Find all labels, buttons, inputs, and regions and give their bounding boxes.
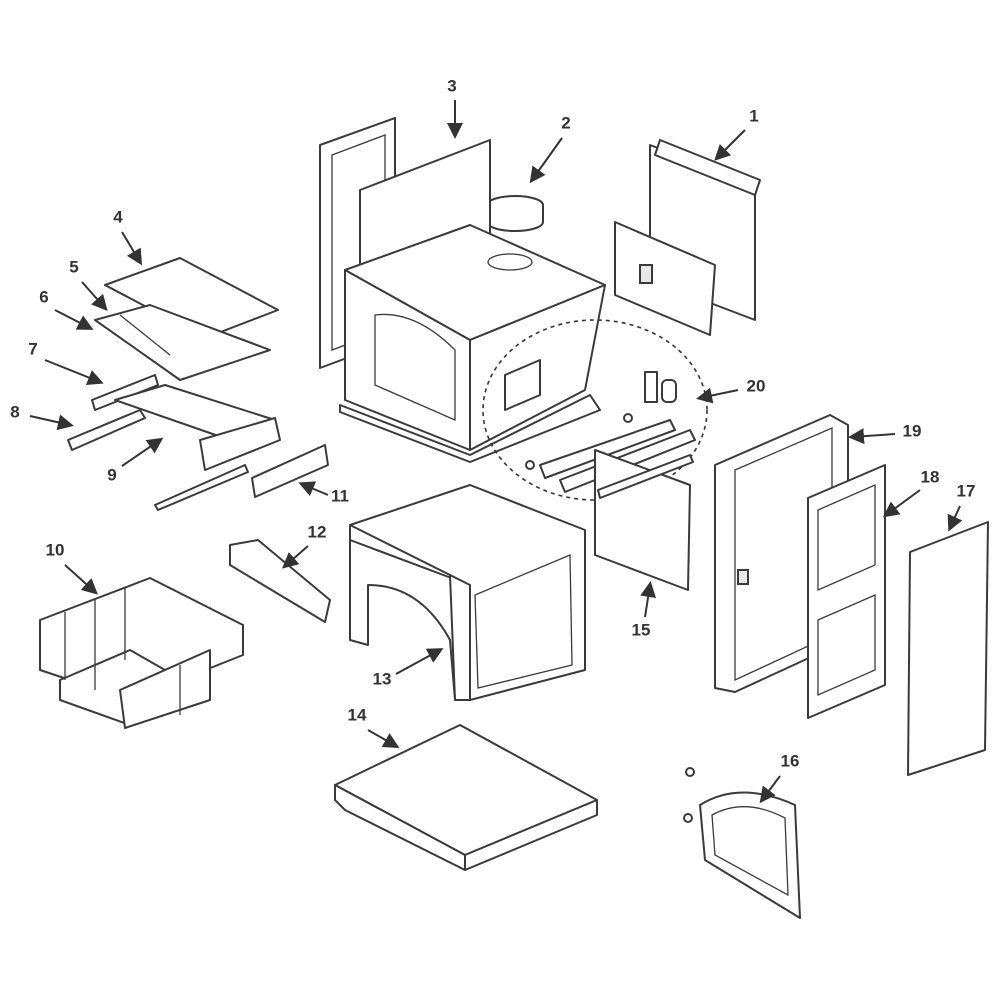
callout-8: 8	[10, 402, 19, 421]
parts-4-5-6-plates	[94, 257, 279, 381]
part-17-glass-panel	[907, 521, 989, 776]
part-13-pedestal	[349, 484, 586, 701]
callout-1: 1	[749, 106, 758, 125]
callout-15: 15	[632, 620, 651, 639]
callout-6: 6	[39, 287, 48, 306]
callout-20: 20	[747, 376, 766, 395]
callout-labels: 1 2 3 4 5 6 7 8 9 10 11 12 13 14 15 16 1…	[10, 76, 975, 770]
callout-11: 11	[331, 486, 349, 505]
callout-10: 10	[46, 540, 65, 559]
part-14-base	[334, 724, 598, 871]
callout-3: 3	[447, 76, 456, 95]
callout-17: 17	[957, 481, 976, 500]
part-18-frame	[807, 464, 886, 719]
part-10-firebricks	[39, 577, 244, 729]
part-1-rear-shield	[614, 139, 761, 336]
callout-5: 5	[69, 257, 78, 276]
callout-14: 14	[348, 705, 367, 724]
stove-body	[339, 224, 606, 463]
parts-7-8-9-frame	[67, 374, 281, 511]
callout-7: 7	[28, 339, 37, 358]
part-16-door	[683, 767, 801, 919]
part-2-flue-collar	[486, 195, 544, 232]
part-12-bracket	[229, 539, 331, 623]
part-15-panel	[594, 449, 694, 591]
callout-18: 18	[921, 467, 940, 486]
callout-9: 9	[107, 465, 116, 484]
callout-13: 13	[373, 669, 392, 688]
callout-arrows	[29, 100, 963, 804]
callout-12: 12	[308, 522, 327, 541]
part-11-bar	[251, 444, 329, 498]
callout-2: 2	[561, 113, 570, 132]
callout-16: 16	[781, 751, 800, 770]
callout-19: 19	[903, 421, 922, 440]
callout-4: 4	[113, 207, 123, 226]
